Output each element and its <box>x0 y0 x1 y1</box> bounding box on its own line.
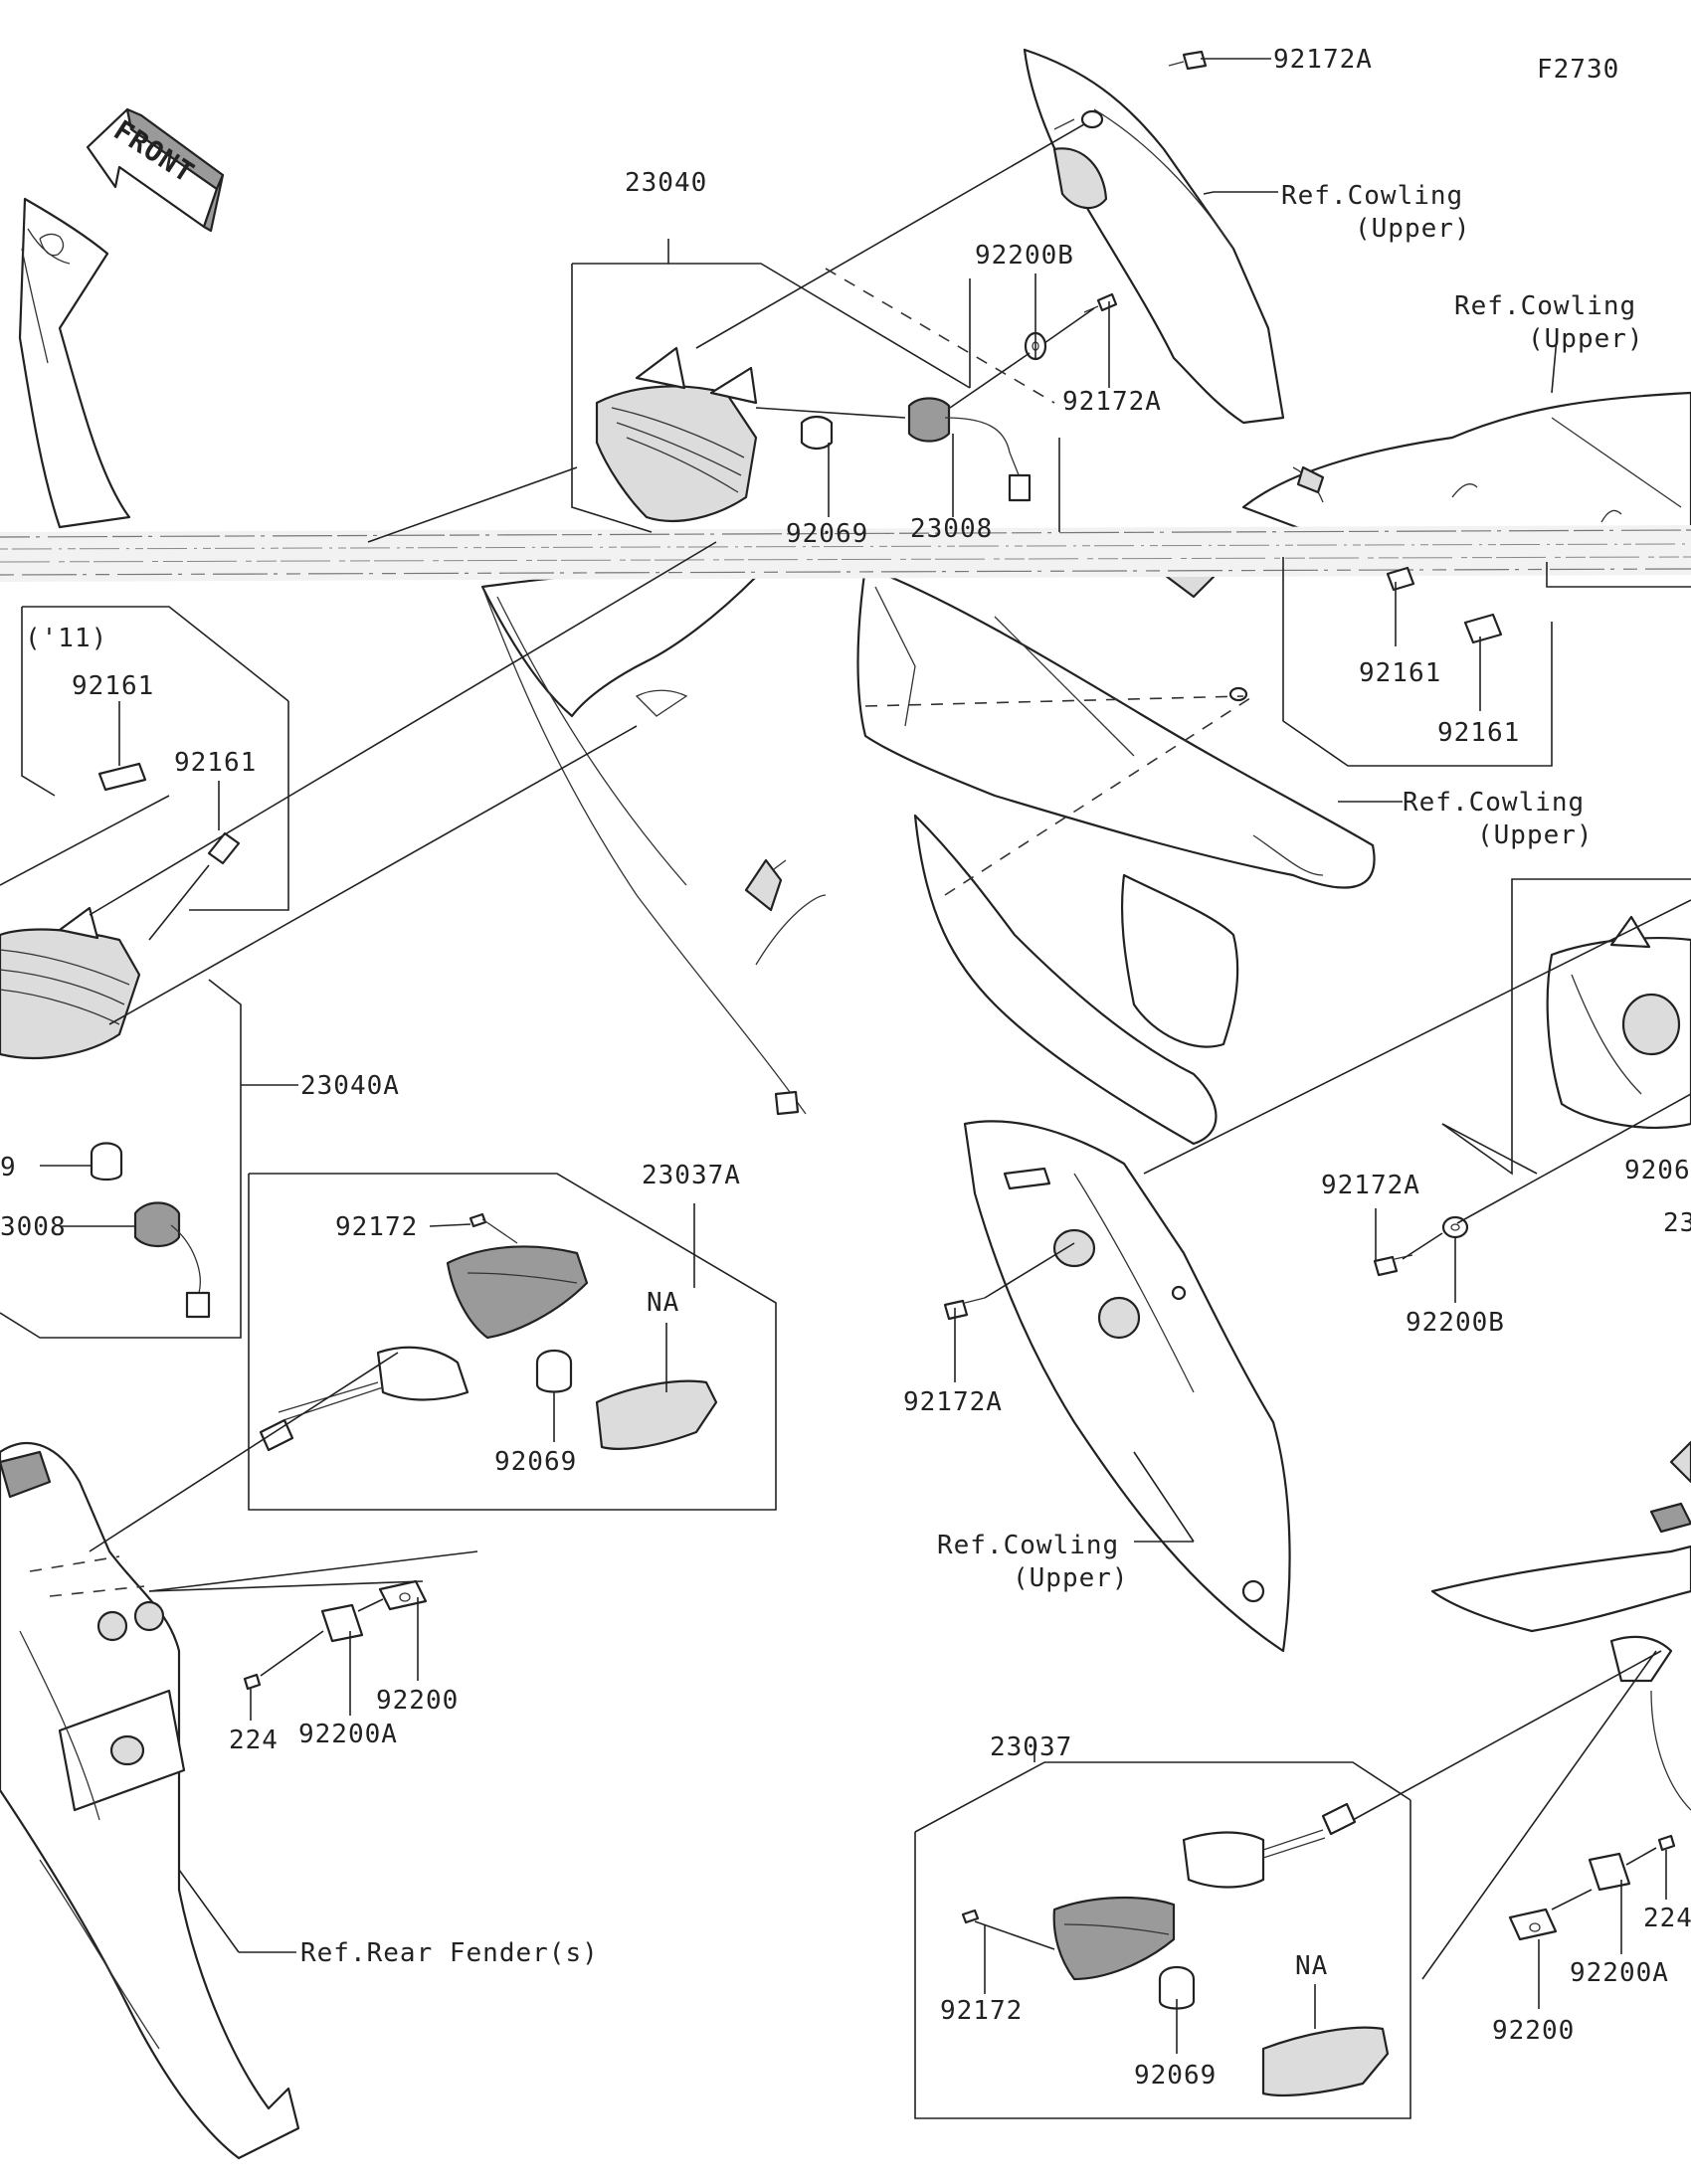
label-ref-cowling-upper-1b: (Upper) <box>1355 214 1471 244</box>
rubber-92161-b-part <box>207 831 241 865</box>
dashed-lines <box>29 268 1254 1597</box>
screw-92172A-right-part <box>1373 1254 1413 1277</box>
rear-fender-part <box>0 1442 300 2160</box>
rubber-92161-a-part <box>97 762 147 792</box>
screw-92172-right-part <box>961 1909 980 1924</box>
label-ref-rear-fender: Ref.Rear Fender(s) <box>300 1938 599 1968</box>
turn-signal-23037A-part <box>259 1245 589 1452</box>
label-92172A-mid: 92172A <box>1062 387 1162 417</box>
side-cowling-center-part <box>963 1120 1291 1653</box>
label-92172A-top: 92172A <box>1273 45 1373 75</box>
bulb-92069-left-part <box>90 1142 123 1182</box>
plate-92200-left-part <box>378 1579 428 1611</box>
inner-cowling-left-part <box>480 571 827 1116</box>
screw-224-left-part <box>243 1673 262 1691</box>
socket-23008-left-part <box>133 1201 211 1319</box>
socket-23008-top-part <box>907 397 1032 502</box>
rubber-92161-d-part <box>1463 613 1503 644</box>
label-ref-cowling-upper-3b: (Upper) <box>1477 820 1594 850</box>
label-92161-b: 92161 <box>174 748 257 778</box>
upper-cowling-right-part <box>1241 391 1691 539</box>
bracket-92200A-left-part <box>320 1603 364 1643</box>
label-11-left: ('11) <box>25 624 107 653</box>
leader-lines <box>40 58 1667 2054</box>
label-ref-cowling-upper-2b: (Upper) <box>1528 324 1644 354</box>
label-92161-c: 92161 <box>1359 658 1441 688</box>
screw-92172A-top-part <box>1168 50 1208 71</box>
label-23-right: 23 <box>1663 1208 1691 1238</box>
position-lamp-23040A-part <box>0 906 141 1060</box>
label-92200B-top: 92200B <box>975 241 1074 271</box>
label-NA-right: NA <box>1295 1951 1328 1981</box>
label-23037: 23037 <box>990 1732 1072 1762</box>
lens-NA-left-part <box>595 1379 718 1450</box>
position-lamp-23040-part <box>595 346 834 523</box>
label-3008-left: 3008 <box>0 1212 67 1242</box>
label-ref-cowling-upper-4b: (Upper) <box>1013 1563 1129 1593</box>
label-ref-cowling-upper-1a: Ref.Cowling <box>1281 181 1463 211</box>
label-23040: 23040 <box>625 168 707 198</box>
label-224-left: 224 <box>229 1726 279 1755</box>
screw-92172-left-part <box>469 1212 518 1244</box>
label-92069-right: 92069 <box>1134 2061 1217 2091</box>
label-92069-left: 92069 <box>494 1447 577 1477</box>
label-92172-left: 92172 <box>335 1212 418 1242</box>
label-92200A-right: 92200A <box>1570 1958 1669 1988</box>
lens-NA-right-part <box>1261 2026 1390 2097</box>
group-box-23040 <box>571 263 1060 533</box>
group-box-23037A <box>248 1173 777 1511</box>
upper-cowling-top-part <box>1023 48 1285 425</box>
label-23037A: 23037A <box>642 1161 741 1190</box>
part-labels: F2730 92172A Ref.Cowling (Upper) Ref.Cow… <box>0 45 1691 2091</box>
assembly-lines <box>0 123 1691 1980</box>
group-box-23040A <box>0 979 242 1339</box>
label-ref-cowling-upper-3a: Ref.Cowling <box>1403 788 1585 818</box>
turn-signal-23037-part <box>1052 1802 1357 1981</box>
group-box-23037 <box>914 1761 1411 2119</box>
label-92161-a: 92161 <box>72 671 154 701</box>
screw-92172A-mid-part <box>1083 292 1118 313</box>
plate-92200-right-part <box>1508 1908 1558 1941</box>
label-92200B-right: 92200B <box>1406 1308 1505 1338</box>
figure-code: F2730 <box>1537 55 1619 85</box>
label-23008-top: 23008 <box>910 514 993 544</box>
position-lamp-right-part <box>1546 915 1691 1130</box>
label-92200-left: 92200 <box>376 1686 459 1716</box>
label-9206-right: 9206 <box>1624 1156 1691 1185</box>
label-NA-left: NA <box>647 1288 679 1318</box>
label-92172A-right: 92172A <box>1321 1171 1420 1200</box>
upper-cowling-left-part <box>18 197 131 529</box>
bracket-92200A-right-part <box>1588 1852 1631 1892</box>
label-92200A-left: 92200A <box>298 1720 398 1749</box>
group-box-11-right <box>1282 557 1691 767</box>
label-23040A: 23040A <box>300 1071 400 1101</box>
label-ref-cowling-upper-2a: Ref.Cowling <box>1454 291 1636 321</box>
label-92069-top: 92069 <box>786 519 868 549</box>
front-arrow-icon: FRONT <box>86 107 225 233</box>
label-9-left: 9 <box>0 1153 17 1183</box>
rubber-92161-c-part <box>1386 566 1415 592</box>
label-92172A-center: 92172A <box>903 1387 1003 1417</box>
label-92161-d: 92161 <box>1437 718 1520 748</box>
screw-224-right-part <box>1657 1834 1676 1852</box>
label-ref-cowling-upper-4a: Ref.Cowling <box>937 1531 1119 1560</box>
bulb-92069-right-part <box>1158 1966 1196 2010</box>
group-box-23040-right <box>1441 878 1691 1176</box>
screw-92172A-center-part <box>943 1297 986 1321</box>
bulb-92069-mid-part <box>535 1350 573 1393</box>
group-box-11-left <box>21 606 289 911</box>
label-92172-right: 92172 <box>940 1996 1023 2026</box>
label-224-right: 224 <box>1643 1904 1691 1933</box>
label-92200-right: 92200 <box>1492 2016 1575 2046</box>
upper-cowling-center-part <box>856 545 1376 1146</box>
